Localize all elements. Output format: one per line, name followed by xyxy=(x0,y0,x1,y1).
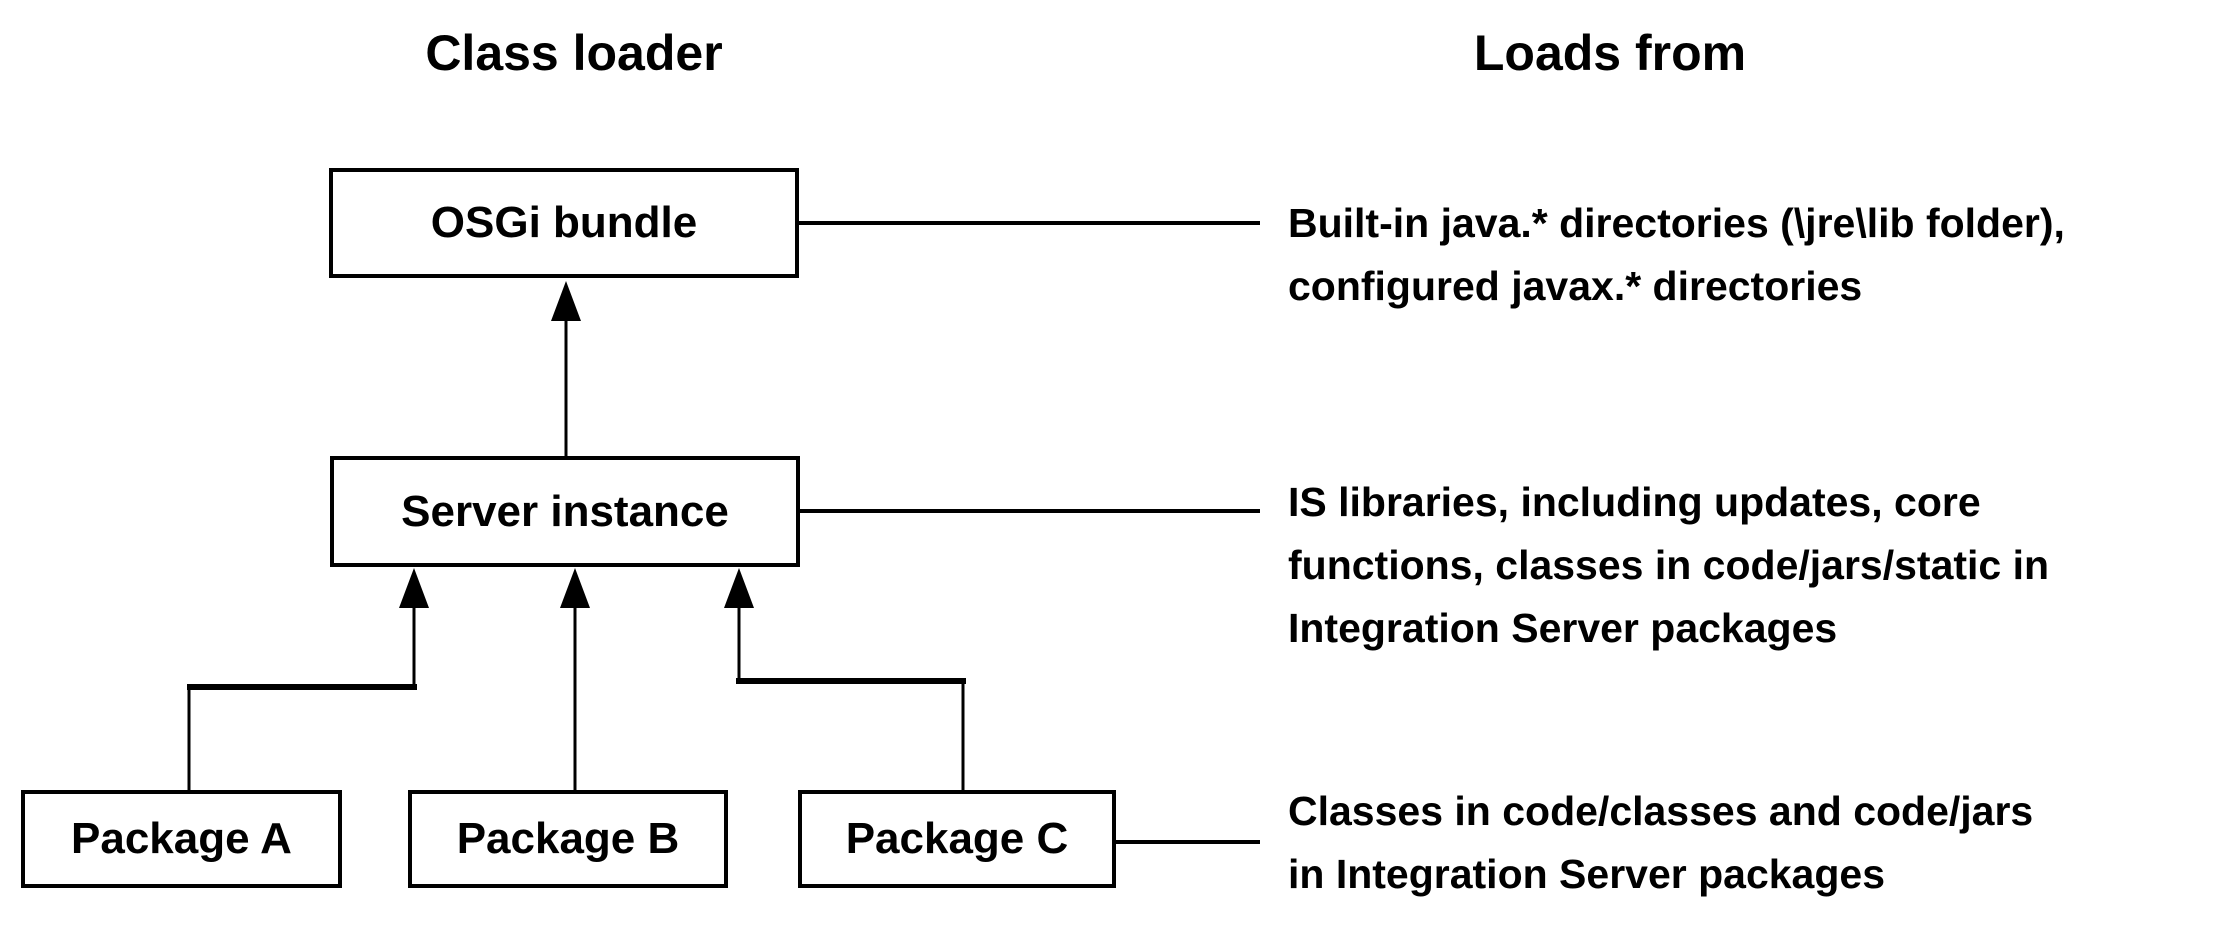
package-a-label: Package A xyxy=(71,814,292,863)
loads-from-server-line-1: IS libraries, including updates, core xyxy=(1288,479,1981,525)
arrow-package-a-to-server-head xyxy=(399,568,429,608)
server-instance-box: Server instance xyxy=(330,456,800,567)
package-b-box: Package B xyxy=(408,790,728,888)
loads-from-server-line-3: Integration Server packages xyxy=(1288,605,1838,651)
arrow-package-c-to-server-head xyxy=(724,568,754,608)
loads-from-packages-line-1: Classes in code/classes and code/jars xyxy=(1288,788,2034,834)
arrow-package-b-to-server-head xyxy=(560,568,590,608)
server-instance-label: Server instance xyxy=(401,486,729,536)
package-c-label: Package C xyxy=(845,814,1069,863)
column-header-class-loader: Class loader xyxy=(425,25,723,81)
loads-from-server-description: IS libraries, including updates, core fu… xyxy=(1288,471,2049,660)
loads-from-packages-line-2: in Integration Server packages xyxy=(1288,851,1886,897)
loads-from-osgi-line-2: configured javax.* directories xyxy=(1288,263,1863,309)
column-header-loads-from: Loads from xyxy=(1473,25,1747,81)
package-b-label: Package B xyxy=(456,814,680,863)
package-a-box: Package A xyxy=(21,790,342,888)
loads-from-server-line-2: functions, classes in code/jars/static i… xyxy=(1288,542,2050,588)
package-c-box: Package C xyxy=(798,790,1116,888)
osgi-bundle-label: OSGi bundle xyxy=(430,198,698,247)
arrow-server-to-osgi-head xyxy=(551,281,581,321)
loads-from-packages-description: Classes in code/classes and code/jars in… xyxy=(1288,780,2033,906)
loads-from-osgi-description: Built-in java.* directories (\jre\lib fo… xyxy=(1288,192,2065,318)
osgi-bundle-box: OSGi bundle xyxy=(329,168,799,278)
loads-from-osgi-line-1: Built-in java.* directories (\jre\lib fo… xyxy=(1288,200,2065,246)
